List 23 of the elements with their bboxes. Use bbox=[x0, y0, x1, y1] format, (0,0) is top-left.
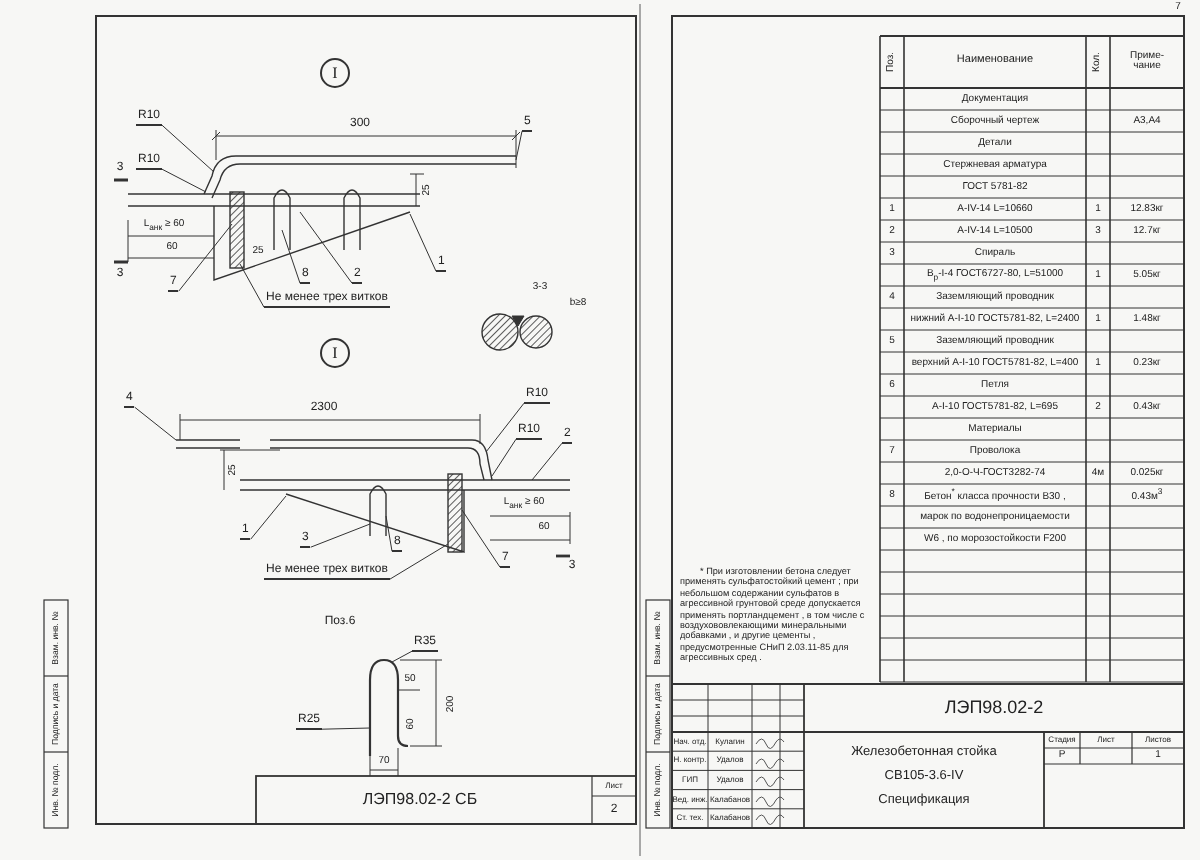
view-marker: I bbox=[320, 58, 350, 88]
leader-line bbox=[178, 223, 233, 292]
leader-line bbox=[310, 523, 371, 548]
leader-line bbox=[515, 130, 523, 161]
leader-line bbox=[161, 124, 215, 173]
leader-line bbox=[321, 727, 371, 730]
leader-line bbox=[299, 211, 353, 284]
leader-line bbox=[409, 213, 437, 272]
leader-line bbox=[391, 650, 413, 663]
leader-line bbox=[485, 402, 525, 453]
drawing-number: ЛЭП98.02-2 bbox=[944, 698, 1044, 718]
leader-line bbox=[134, 406, 177, 441]
leader-line bbox=[239, 263, 265, 308]
leader-line bbox=[281, 229, 301, 284]
leader-line bbox=[161, 168, 207, 193]
leader-line bbox=[389, 543, 449, 580]
leader-line bbox=[250, 495, 287, 540]
drawing-number: ЛЭП98.02-2 СБ bbox=[362, 791, 478, 809]
leader-line bbox=[385, 515, 393, 552]
leader-line bbox=[531, 442, 563, 481]
view-marker: I bbox=[320, 338, 350, 368]
leader-line bbox=[491, 438, 517, 477]
leader-line bbox=[461, 509, 501, 568]
